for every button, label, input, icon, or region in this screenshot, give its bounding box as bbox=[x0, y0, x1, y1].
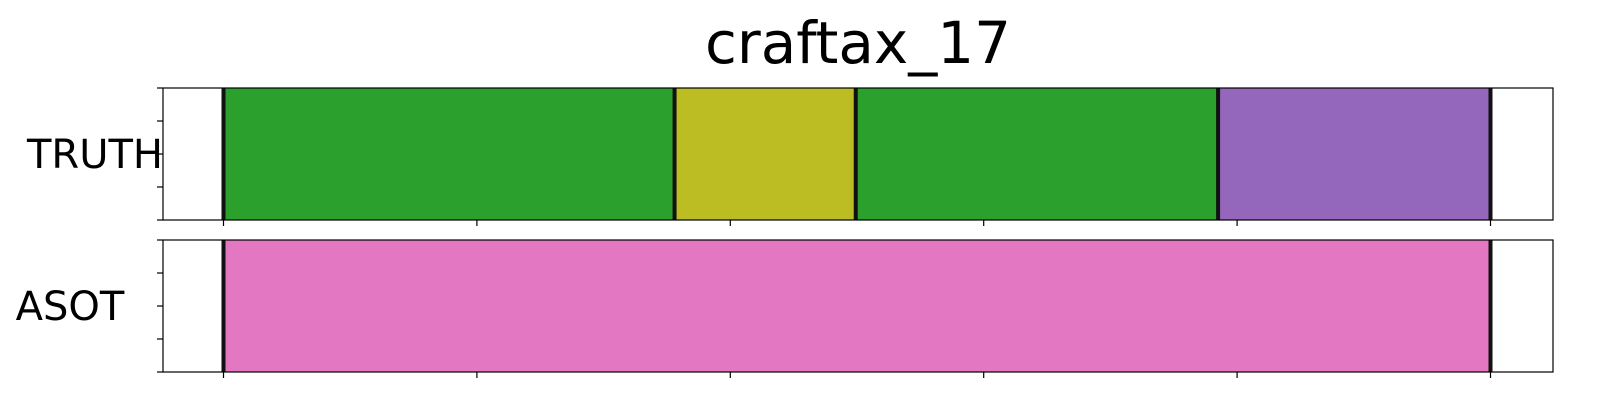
row-truth: TRUTH bbox=[26, 87, 1554, 226]
rows-layer: TRUTH ASOT bbox=[16, 87, 1554, 378]
row-label-asot: ASOT bbox=[16, 284, 125, 330]
row-asot: ASOT bbox=[16, 239, 1554, 378]
segment-truth-3 bbox=[1218, 88, 1491, 220]
segment-truth-0 bbox=[223, 88, 675, 220]
segment-truth-2 bbox=[855, 88, 1219, 220]
segment-truth-1 bbox=[674, 88, 856, 220]
row-label-truth: TRUTH bbox=[26, 132, 163, 178]
segment-asot-0 bbox=[223, 240, 1491, 372]
chart-title: craftax_17 bbox=[705, 9, 1011, 77]
